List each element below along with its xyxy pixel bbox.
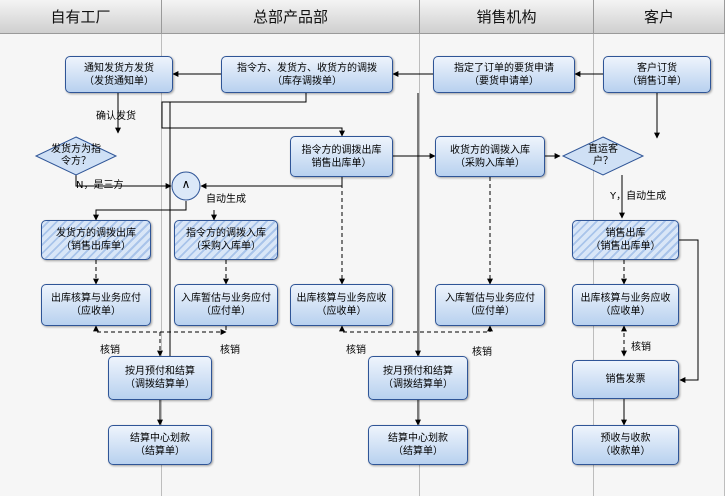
box-center-sales: 结算中心划款（结算单）	[368, 425, 468, 465]
box-sales-out: 销售出库（销售出库单）	[572, 220, 679, 260]
box-ap-hq: 入库暂估与业务应付（应付单）	[174, 284, 278, 326]
lane-sales-body	[420, 34, 594, 496]
decision-direct	[561, 136, 645, 176]
lane-factory-body	[0, 34, 162, 496]
lane-customer-body	[594, 34, 725, 496]
lane-factory-header: 自有工厂	[0, 0, 162, 34]
label-auto-generate: 自动生成	[206, 194, 246, 205]
box-customer-order: 客户订货（销售订单）	[603, 56, 711, 93]
box-settle-sales: 按月预付和结算（调拨结算单）	[368, 356, 468, 400]
box-ar-factory: 出库核算与业务应付（应收单）	[41, 284, 151, 326]
box-shipper-out: 发货方的调拨出库（销售出库单）	[41, 220, 151, 260]
label-verify-4: 核销	[472, 347, 492, 358]
box-ap-sales: 入库暂估与业务应付（应付单）	[435, 284, 545, 326]
label-yes-auto: Y，自动生成	[610, 191, 667, 202]
lane-hq-body	[162, 34, 420, 496]
box-ar-hq: 出库核算与业务应收（应收单）	[290, 284, 393, 326]
label-no-third-party: N，是三方	[76, 180, 124, 191]
and-gate-label: ∧	[181, 177, 191, 191]
box-order-transfer: 指令方、发货方、收货方的调拨（库存调拨单）	[221, 56, 393, 93]
lane-customer-header: 客户	[594, 0, 725, 34]
box-notify-shipper: 通知发货方发货（发货通知单）	[65, 56, 173, 93]
box-ar-customer: 出库核算与业务应收（应收单）	[572, 284, 679, 326]
box-invoice: 销售发票	[572, 360, 679, 399]
label-confirm-ship: 确认发货	[96, 111, 136, 122]
decision-shipper	[34, 136, 118, 176]
box-collect: 预收与收款（收款单）	[572, 425, 679, 465]
box-demand-request: 指定了订单的要货申请（要货申请单）	[433, 56, 575, 93]
lane-sales-header: 销售机构	[420, 0, 594, 34]
label-verify-3: 核销	[346, 345, 366, 356]
and-gate	[171, 171, 201, 201]
box-receiver-in: 收货方的调拨入库（采购入库单）	[435, 136, 545, 177]
box-settle-factory: 按月预付和结算（调拨结算单）	[108, 356, 212, 400]
lane-hq-header: 总部产品部	[162, 0, 420, 34]
box-center-factory: 结算中心划款（结算单）	[108, 425, 212, 465]
label-verify-2: 核销	[220, 345, 240, 356]
label-verify-1: 核销	[100, 345, 120, 356]
box-order-in: 指令方的调拨入库（采购入库单）	[174, 220, 278, 260]
decision-shipper-text: 发货方为指令方？	[51, 144, 101, 167]
box-order-out: 指令方的调拨出库销售出库单）	[290, 136, 393, 177]
label-verify-5: 核销	[631, 342, 651, 353]
decision-direct-text: 直运客户？	[588, 144, 618, 167]
